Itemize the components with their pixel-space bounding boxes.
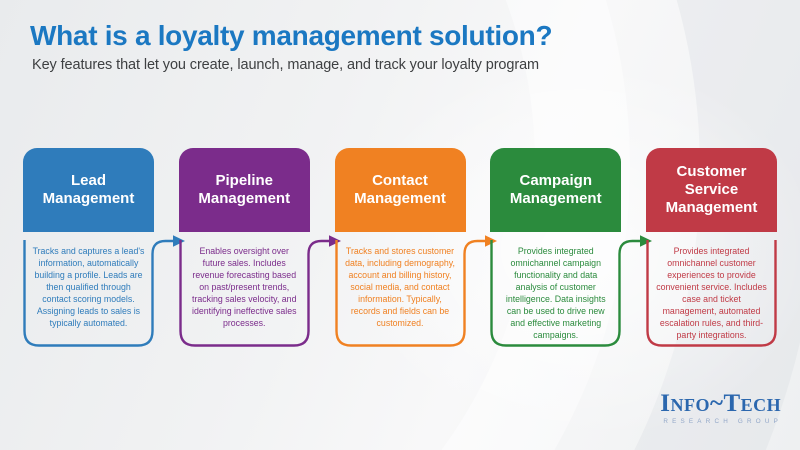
card-description: Provides integrated omnichannel customer… [656,246,767,341]
card-body: Tracks and stores customer data, includi… [335,238,466,347]
card-description: Enables oversight over future sales. Inc… [192,246,297,329]
card-title: Contact Management [354,171,446,207]
card-description: Provides integrated omnichannel campaign… [505,246,606,341]
card-pipeline-management: Pipeline Management Enables oversight ov… [178,148,341,347]
feature-cards-row: Lead Management Tracks and captures a le… [23,148,777,347]
card-customer-service-management: Customer Service Management Provides int… [646,148,777,347]
logo-wordmark: Info~Tech [660,390,782,417]
card-lead-management: Lead Management Tracks and captures a le… [23,148,185,347]
infotech-logo: Info~Tech RESEARCH GROUP [659,391,782,425]
card-title: Lead Management [42,171,135,207]
card-description: Tracks and captures a lead's information… [32,246,145,329]
card-header: Contact Management [334,148,466,232]
card-body: Tracks and captures a lead's information… [23,238,154,347]
page-subtitle: Key features that let you create, launch… [32,57,540,73]
card-header: Pipeline Management [178,148,310,232]
card-title: Pipeline Management [198,171,291,207]
page-title: What is a loyalty management solution? [30,20,553,51]
card-header: Customer Service Management [646,148,777,232]
card-title: Campaign Management [509,171,602,207]
card-campaign-management: Campaign Management Provides integrated … [490,148,653,347]
card-body: Provides integrated omnichannel campaign… [490,238,621,347]
logo-subtext: RESEARCH GROUP [663,418,782,425]
card-body: Provides integrated omnichannel customer… [646,238,777,347]
card-description: Tracks and stores customer data, includi… [345,246,455,329]
card-contact-management: Contact Management Tracks and stores cus… [334,148,497,347]
card-title: Customer Service Management [665,162,758,217]
card-header: Lead Management [23,148,154,232]
card-body: Enables oversight over future sales. Inc… [179,238,310,347]
card-header: Campaign Management [490,148,622,232]
